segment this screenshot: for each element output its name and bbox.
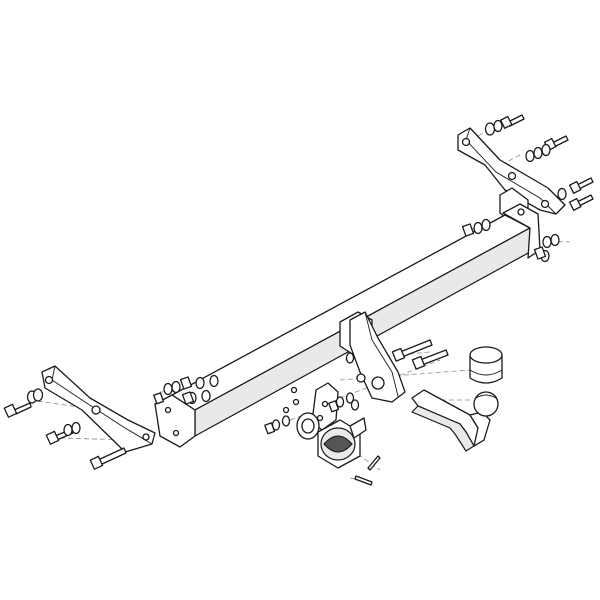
nuts-outline — [179, 376, 193, 390]
nuts-outline — [181, 391, 195, 405]
socket-gasket-outline — [301, 418, 315, 434]
center-towball-bracket-outline — [364, 311, 399, 397]
washers-outline — [542, 235, 552, 249]
bolts-outline — [568, 180, 582, 194]
right-mounting-bracket-outline — [540, 199, 550, 209]
washers-outline — [63, 423, 73, 437]
towball — [473, 391, 499, 417]
assembly-leader-lines-outline — [494, 154, 521, 169]
towball-cap — [469, 346, 503, 384]
bolts-outline — [499, 115, 513, 129]
electrical-socket — [317, 417, 367, 469]
washers-outline — [201, 389, 211, 403]
left-mounting-bracket — [41, 365, 156, 453]
center-towball-bracket — [349, 311, 406, 403]
bolts-outline — [3, 403, 18, 418]
nuts-outline — [533, 246, 547, 260]
washers-outline — [335, 396, 345, 408]
nuts-outline — [153, 392, 165, 405]
socket-gasket — [296, 412, 320, 440]
socket-plate-outline — [321, 400, 329, 408]
washers-outline — [350, 399, 360, 411]
washers-outline — [195, 376, 205, 390]
washers-outline — [281, 415, 291, 427]
electrical-socket-outline — [349, 417, 367, 439]
towball-cap-outline — [469, 346, 503, 364]
washers-outline — [541, 143, 551, 157]
washers-outline — [345, 352, 355, 364]
nuts-outline — [328, 400, 340, 413]
assembly-leader-lines-outline — [339, 369, 471, 381]
washers-outline — [525, 149, 535, 163]
towball-outline — [475, 394, 497, 399]
left-mounting-bracket-outline — [51, 365, 153, 445]
bolts — [3, 114, 594, 486]
left-mounting-bracket-outline — [44, 375, 54, 385]
nuts — [153, 223, 547, 435]
washers-outline — [533, 146, 543, 160]
right-mounting-bracket-outline — [461, 137, 471, 147]
cross-beam-outline — [164, 406, 172, 414]
left-mounting-bracket-outline — [142, 433, 150, 441]
cross-beam-outline — [154, 394, 196, 448]
tow-neck — [411, 389, 491, 452]
washers-outline — [550, 233, 560, 247]
left-mounting-bracket-outline — [91, 405, 101, 415]
bolts-outline — [89, 455, 104, 470]
washers-outline — [32, 388, 44, 402]
cross-beam-outline — [517, 208, 525, 216]
towball-outline — [473, 391, 499, 417]
bolts-outline — [391, 347, 406, 362]
washers-outline — [163, 382, 173, 396]
washers-outline — [557, 187, 567, 201]
tow-neck-outline — [411, 405, 475, 452]
washers-outline — [209, 374, 219, 388]
center-towball-bracket-outline — [356, 373, 366, 383]
washers-outline — [484, 122, 496, 136]
screw-2 — [354, 475, 373, 486]
nuts-outline — [282, 406, 290, 414]
bolts-outline — [411, 355, 426, 370]
electrical-socket-outline — [323, 435, 353, 453]
bolt-7 — [97, 447, 127, 466]
bolt-9 — [419, 349, 449, 366]
nuts-outline — [264, 422, 276, 435]
washers-outline — [171, 380, 181, 394]
nuts-outline — [290, 386, 298, 394]
bolt-8 — [399, 339, 433, 358]
nuts-outline — [292, 398, 300, 406]
washers — [26, 119, 567, 437]
washers-outline — [71, 421, 81, 435]
bolts-outline — [45, 430, 60, 445]
right-mounting-bracket-outline — [507, 171, 517, 181]
nuts-outline — [461, 223, 475, 237]
washers-outline — [493, 119, 503, 133]
bolts-outline — [568, 197, 582, 211]
screw-1 — [367, 455, 381, 471]
cross-beam-outline — [172, 429, 180, 437]
washers-outline — [345, 392, 355, 404]
towball-cap-outline — [469, 369, 503, 376]
washers-outline — [473, 221, 483, 235]
socket-plate-outline — [316, 414, 324, 422]
washers-outline — [481, 218, 491, 232]
center-towball-bracket-outline — [371, 376, 385, 390]
